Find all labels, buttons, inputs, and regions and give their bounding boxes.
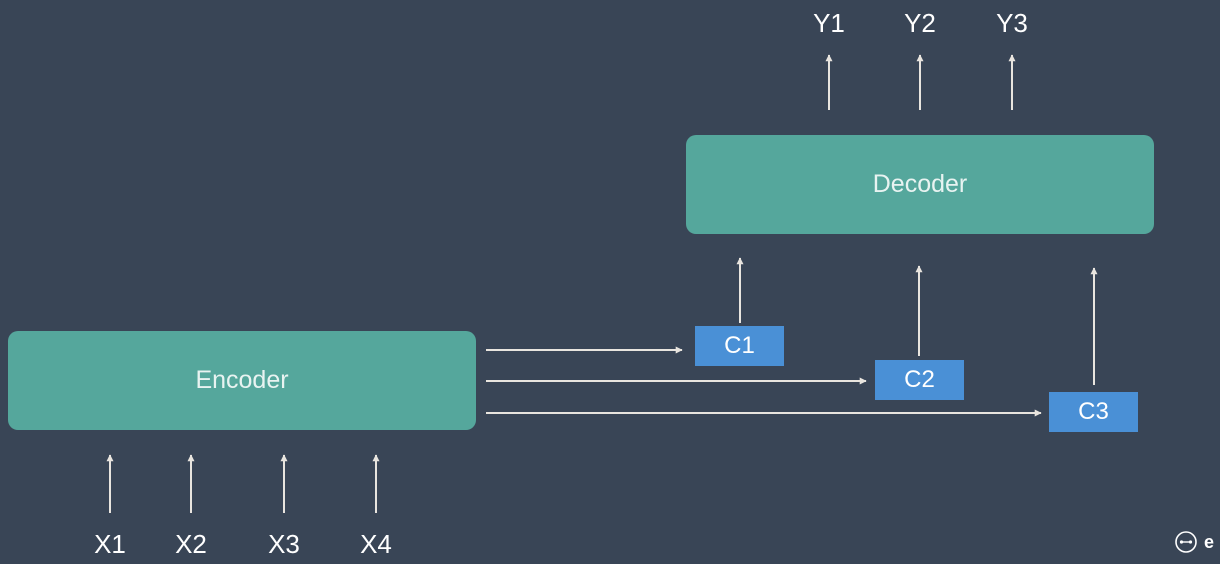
decoder-block: Decoder bbox=[686, 135, 1154, 234]
context-c2-label: C2 bbox=[904, 366, 935, 393]
input-label-x2: X2 bbox=[175, 529, 207, 559]
watermark-logo: e bbox=[1174, 530, 1214, 554]
logo-text: e bbox=[1204, 531, 1215, 552]
encoder-label: Encoder bbox=[195, 366, 289, 394]
input-label-x4: X4 bbox=[360, 529, 392, 559]
context-c1-label: C1 bbox=[724, 332, 755, 359]
output-label-y1: Y1 bbox=[813, 8, 845, 38]
link-circle-icon bbox=[1175, 531, 1197, 553]
decoder-label: Decoder bbox=[872, 170, 968, 198]
output-label-y3: Y3 bbox=[996, 8, 1028, 38]
context-c3: C3 bbox=[1049, 392, 1138, 432]
context-c2: C2 bbox=[875, 360, 964, 400]
context-c1: C1 bbox=[695, 326, 784, 366]
output-label-y2: Y2 bbox=[904, 8, 936, 38]
input-label-x3: X3 bbox=[268, 529, 300, 559]
input-label-x1: X1 bbox=[94, 529, 126, 559]
context-c3-label: C3 bbox=[1078, 398, 1109, 425]
encoder-block: Encoder bbox=[8, 331, 476, 430]
